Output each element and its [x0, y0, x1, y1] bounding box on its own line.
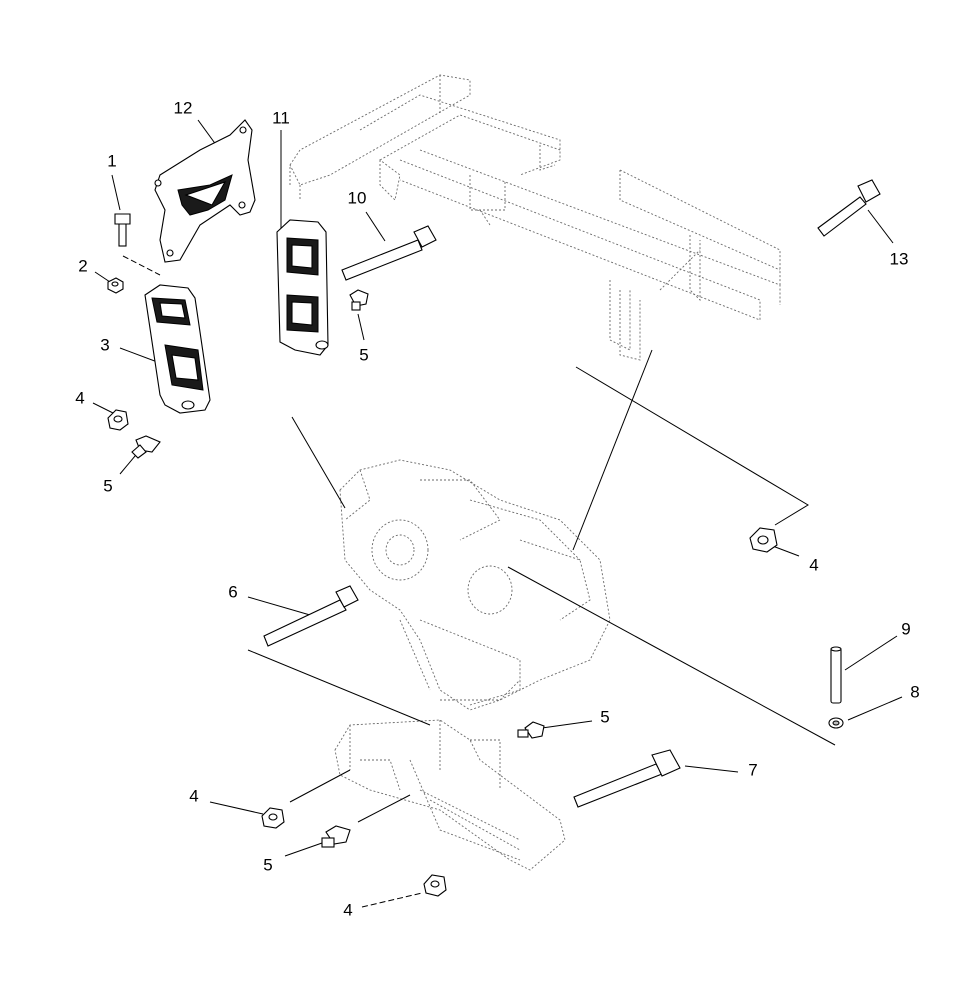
part-11-mount [276, 219, 329, 356]
part-10-bolt [341, 225, 437, 281]
callout-7: 7 [748, 760, 758, 780]
callout-4-d: 4 [343, 900, 353, 920]
part-4-nut-d [423, 874, 447, 897]
part-8-clip [828, 717, 844, 729]
part-9-pin [830, 646, 842, 704]
callout-3: 3 [100, 335, 110, 355]
part-12-bracket [154, 119, 256, 263]
part-13-bolt [817, 179, 881, 237]
engine-transaxle [339, 459, 611, 711]
callout-4-a: 4 [75, 388, 85, 408]
callout-9: 9 [901, 619, 911, 639]
callout-12: 12 [173, 98, 193, 118]
part-7-bolt [573, 749, 681, 808]
callout-4-c: 4 [189, 786, 199, 806]
part-6-bolt [263, 585, 359, 647]
callout-8: 8 [910, 682, 920, 702]
part-4-nut-b [749, 527, 778, 553]
part-4-nut-a [107, 409, 129, 431]
callout-1: 1 [107, 151, 117, 171]
callout-11: 11 [272, 108, 290, 128]
callout-5-c: 5 [600, 707, 610, 727]
part-5-bolt-a [131, 435, 161, 459]
alignment-lines [122, 255, 836, 823]
part-5-bolt-d [321, 825, 351, 848]
leader-lines [92, 119, 903, 908]
part-3-mount [144, 284, 211, 414]
upper-frame [289, 74, 781, 361]
callout-5-a: 5 [103, 476, 113, 496]
part-2-nut [107, 277, 124, 294]
callout-5-d: 5 [263, 855, 273, 875]
part-1-bolt [114, 213, 131, 247]
part-4-nut-c [261, 807, 285, 829]
callout-5-b: 5 [359, 345, 369, 365]
callout-6: 6 [228, 582, 238, 602]
part-5-bolt-b [349, 289, 369, 311]
part-5-bolt-c [517, 721, 545, 739]
callout-2: 2 [78, 256, 88, 276]
callout-13: 13 [889, 249, 909, 269]
callout-10: 10 [347, 188, 367, 208]
callout-4-b: 4 [809, 555, 819, 575]
lower-subframe [334, 719, 566, 871]
